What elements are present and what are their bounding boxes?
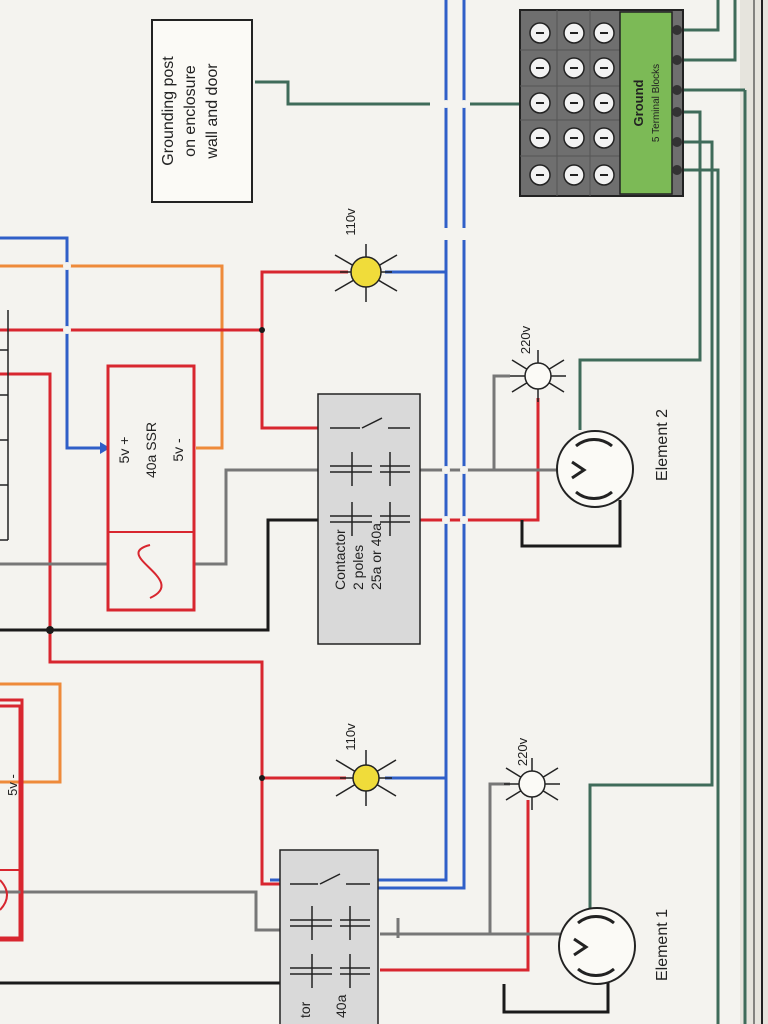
contactor-lower-label-1: tor bbox=[297, 1001, 313, 1018]
red-wires bbox=[0, 270, 540, 972]
lamp-110v-top-label: 110v bbox=[343, 208, 358, 236]
element-2-outlet-body bbox=[556, 430, 634, 508]
ssr-relay: 5v + 40a SSR 5v - bbox=[106, 364, 196, 612]
contactor-box bbox=[317, 393, 421, 645]
element-1-outlet-body bbox=[558, 907, 636, 985]
contactor-upper: Contactor 2 poles 25a or 40a bbox=[317, 393, 421, 645]
ground-screws bbox=[672, 25, 682, 175]
ground-block bbox=[619, 11, 673, 195]
wire-crossings bbox=[63, 100, 468, 524]
lamp-220v-bottom-label: 220v bbox=[515, 737, 530, 766]
grounding-post-text-3: wall and door bbox=[204, 63, 221, 160]
element-1-outlet: Element 1 bbox=[558, 907, 671, 985]
ssr-input-arrow bbox=[100, 442, 110, 454]
ssr-box bbox=[106, 364, 196, 612]
element-2-outlet: Element 2 bbox=[556, 409, 671, 508]
contactor-lower-label-2: 40a bbox=[333, 994, 349, 1018]
left-partial-panel bbox=[0, 310, 9, 541]
contactor-label-line2: 2 poles bbox=[350, 545, 366, 590]
contactor-lower-box bbox=[279, 849, 379, 1024]
grounding-post-text-2: on enclosure bbox=[182, 65, 199, 157]
lamp-220v-top-bulb bbox=[524, 362, 552, 390]
ssr-label-line2: 40a SSR bbox=[143, 422, 159, 478]
ssr-ac-wave bbox=[137, 544, 163, 599]
junction-dots bbox=[46, 327, 265, 781]
partial-ssr-wave bbox=[0, 879, 8, 911]
lamp-110v-mid-bulb bbox=[352, 764, 380, 792]
element-1-label: Element 1 bbox=[654, 909, 671, 981]
ssr-label-line1: 5v + bbox=[116, 437, 132, 464]
contactor-label-line1: Contactor bbox=[332, 529, 348, 590]
black-wires bbox=[0, 500, 622, 1014]
element-2-label: Element 2 bbox=[654, 409, 671, 481]
lamp-110v-top-bulb bbox=[350, 256, 382, 288]
orange-wires bbox=[0, 264, 224, 784]
lamp-220v-top-label: 220v bbox=[518, 325, 533, 354]
partial-ssr-label: 5v - bbox=[5, 774, 20, 796]
lamp-110v-mid-label: 110v bbox=[343, 723, 358, 751]
lamp-110v-top: 110v bbox=[334, 208, 398, 302]
ground-wires bbox=[255, 0, 747, 1024]
ssr-label-line3: 5v - bbox=[170, 438, 186, 462]
contactor-label-line3: 25a or 40a bbox=[368, 523, 384, 590]
grounding-post-box bbox=[151, 19, 253, 203]
grounding-post-text-1: Grounding post bbox=[160, 56, 177, 166]
lamp-220v-bottom-bulb bbox=[518, 770, 546, 798]
partial-ssr-box bbox=[0, 698, 24, 942]
lamp-220v-bottom: 220v bbox=[504, 737, 560, 810]
lamp-220v-top: 220v bbox=[510, 325, 566, 402]
contactor-lower: tor 40a bbox=[279, 849, 379, 1024]
ground-block-subtitle: 5 Terminal Blocks bbox=[651, 64, 662, 142]
lamp-110v-mid: 110v bbox=[335, 723, 397, 806]
ground-block-title: Ground bbox=[631, 79, 646, 126]
terminal-blocks: Ground 5 Terminal Blocks bbox=[519, 9, 684, 197]
